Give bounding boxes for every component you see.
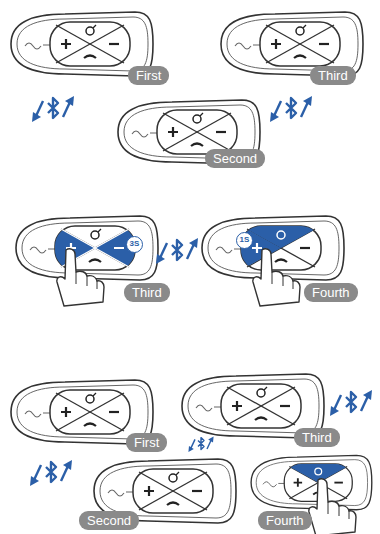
device-label: First <box>126 433 167 452</box>
pressing-finger <box>309 479 356 534</box>
device-label: Second <box>205 149 265 168</box>
device-label: Third <box>310 66 356 85</box>
hold-time-callout: 1S <box>236 232 253 249</box>
bluetooth-link <box>156 238 198 264</box>
device-label-text: Third <box>318 68 348 83</box>
device-label: First <box>128 66 169 85</box>
bluetooth-link <box>30 460 72 486</box>
device-label-text: Fourth <box>266 513 304 528</box>
device-label: Fourth <box>258 511 312 530</box>
device-label-text: First <box>134 435 159 450</box>
device-label-text: Second <box>87 513 131 528</box>
bluetooth-link <box>330 390 372 416</box>
intercom-device <box>202 216 344 280</box>
device-label-text: Fourth <box>312 285 350 300</box>
device-label: Third <box>294 428 340 447</box>
bluetooth-link <box>188 436 213 452</box>
device-label: Third <box>124 283 170 302</box>
pressing-finger <box>253 249 300 306</box>
bluetooth-link <box>270 96 312 122</box>
device-label-text: Second <box>213 151 257 166</box>
device-label: Fourth <box>304 283 358 302</box>
device-label: Second <box>79 511 139 530</box>
device-label-text: Third <box>302 430 332 445</box>
hold-time-callout: 3S <box>126 236 143 253</box>
intercom-device <box>251 455 372 509</box>
pressing-finger <box>57 249 104 306</box>
device-label-text: First <box>136 68 161 83</box>
device-label-text: Third <box>132 285 162 300</box>
bluetooth-link <box>32 96 74 122</box>
intercom-device <box>16 216 158 280</box>
